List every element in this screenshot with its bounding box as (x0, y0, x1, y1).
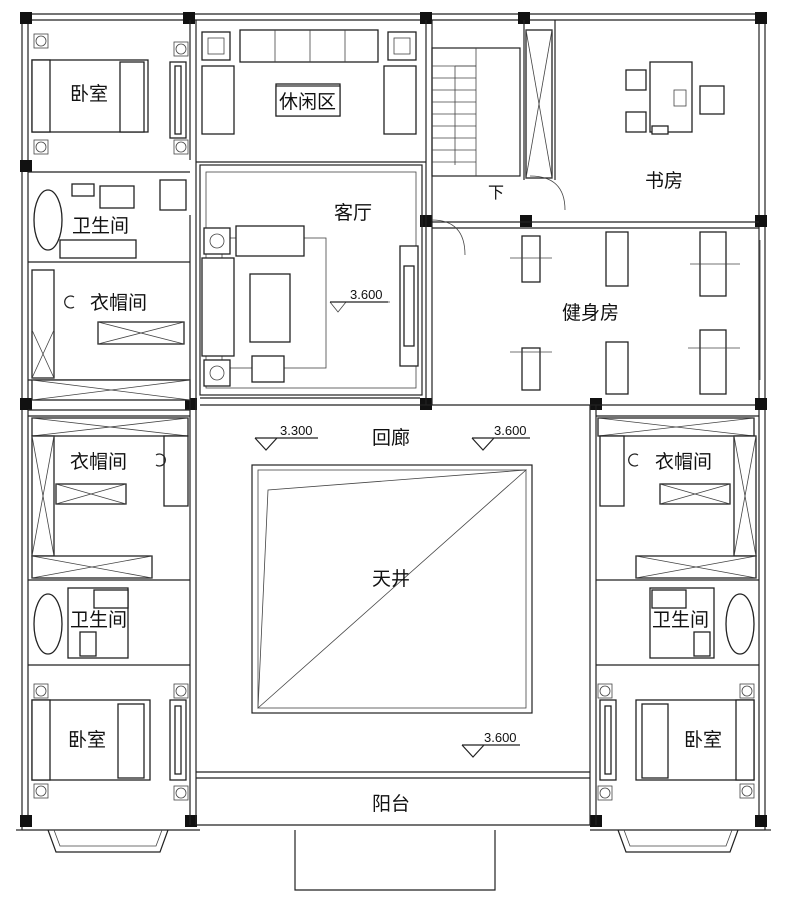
courtyard (251, 464, 533, 714)
elevation-courtyard: 3.600 (484, 730, 517, 745)
bedroom-bottom-left (31, 683, 189, 801)
closet-top-left (31, 269, 191, 401)
elevation-marker-corridor-left (254, 437, 318, 451)
interior-walls (28, 20, 759, 825)
label-courtyard: 天井 (372, 568, 410, 590)
label-closet-mid-left: 衣帽间 (70, 451, 127, 473)
leisure-label-box (275, 85, 341, 117)
closet-mid-left (31, 417, 189, 579)
label-living-room: 客厅 (334, 202, 372, 224)
elevation-corridor-right: 3.600 (494, 423, 527, 438)
label-bath-bottom-right: 卫生间 (652, 609, 709, 631)
bath-top-left (33, 179, 187, 259)
elevation-marker-corridor-right (471, 437, 530, 451)
elevation-corridor-left: 3.300 (280, 423, 313, 438)
gym-room (510, 231, 761, 395)
label-gym: 健身房 (562, 302, 619, 324)
label-closet-mid-right: 衣帽间 (655, 451, 712, 473)
leisure-area (201, 29, 417, 135)
wardrobe-symbols (64, 295, 639, 467)
stairs (431, 29, 566, 256)
label-stair-down: 下 (488, 183, 504, 202)
label-bath-top-left: 卫生间 (72, 215, 129, 237)
elevation-living: 3.600 (350, 287, 383, 302)
bath-bottom-right (649, 587, 755, 659)
label-leisure: 休闲区 (279, 91, 336, 113)
living-room (199, 164, 423, 396)
label-bedroom-bottom-right: 卧室 (684, 729, 722, 751)
label-bedroom-top-left: 卧室 (70, 83, 108, 105)
bedroom-top-left (31, 33, 189, 155)
closet-mid-right (597, 417, 757, 579)
bath-bottom-left (33, 587, 129, 659)
outer-walls (20, 12, 767, 831)
elevation-marker-courtyard (461, 744, 520, 758)
label-bedroom-bottom-left: 卧室 (68, 729, 106, 751)
label-bath-bottom-left: 卫生间 (70, 609, 127, 631)
label-corridor: 回廊 (372, 427, 410, 449)
label-closet-top-left: 衣帽间 (90, 292, 147, 314)
label-study: 书房 (645, 170, 683, 192)
bay-windows (16, 829, 771, 891)
bedroom-bottom-right (597, 683, 755, 801)
study-room (625, 61, 725, 135)
label-balcony: 阳台 (372, 793, 410, 815)
